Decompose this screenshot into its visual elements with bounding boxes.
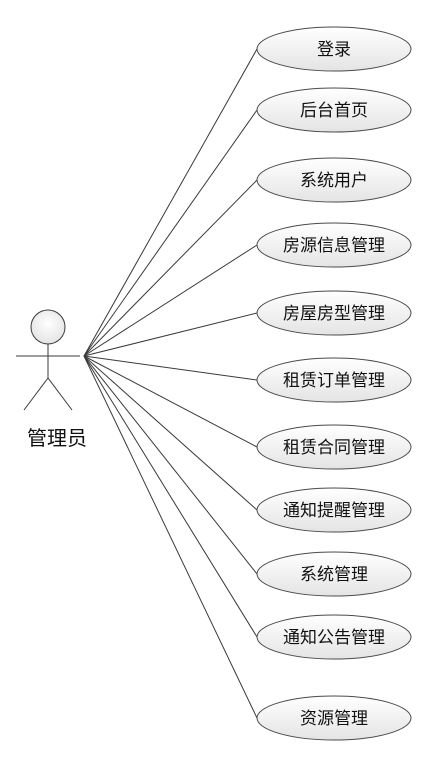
use-case-ellipse [256, 551, 412, 597]
actor-left-leg [23, 377, 49, 411]
use-case: 租赁订单管理 [256, 357, 412, 403]
use-case: 资源管理 [256, 695, 412, 741]
use-case-ellipse [256, 157, 412, 203]
use-case-list: 登录后台首页系统用户房源信息管理房屋房型管理租赁订单管理租赁合同管理通知提醒管理… [256, 26, 412, 741]
use-case-ellipse [256, 26, 412, 72]
use-case-label: 资源管理 [300, 709, 368, 729]
association-line [83, 179, 258, 357]
use-case-ellipse [256, 87, 412, 133]
use-case-label: 租赁订单管理 [283, 371, 385, 391]
use-case-label: 后台首页 [300, 101, 368, 121]
use-case-ellipse [256, 222, 412, 268]
use-case-ellipse [256, 614, 412, 660]
association-line [83, 48, 258, 357]
use-case: 房屋房型管理 [256, 290, 412, 336]
use-case: 系统用户 [256, 157, 412, 203]
use-case: 房源信息管理 [256, 222, 412, 268]
use-case-label: 房源信息管理 [283, 236, 385, 256]
association-line [83, 355, 258, 448]
actor: 管理员 [16, 309, 87, 450]
use-case: 系统管理 [256, 551, 412, 597]
use-case-label: 通知公告管理 [283, 628, 385, 648]
use-case: 通知提醒管理 [256, 487, 412, 533]
use-case: 后台首页 [256, 87, 412, 133]
actor-head [30, 309, 66, 345]
association-line [83, 355, 258, 575]
actor-name: 管理员 [27, 426, 87, 450]
use-case-ellipse [256, 424, 412, 470]
use-case-ellipse [256, 290, 412, 336]
use-case: 通知公告管理 [256, 614, 412, 660]
use-case: 登录 [256, 26, 412, 72]
association-lines [83, 48, 258, 719]
association-line [83, 244, 258, 357]
association-line [83, 109, 258, 357]
use-case-label: 登录 [317, 40, 351, 60]
association-line [83, 355, 258, 719]
use-case-ellipse [256, 357, 412, 403]
use-case-label: 房屋房型管理 [283, 304, 385, 324]
use-case-label: 系统用户 [300, 171, 368, 191]
use-case-ellipse [256, 487, 412, 533]
use-case-ellipse [256, 695, 412, 741]
association-line [83, 312, 258, 357]
use-case-label: 通知提醒管理 [283, 501, 385, 521]
use-case: 租赁合同管理 [256, 424, 412, 470]
association-line [83, 355, 258, 511]
use-case-label: 租赁合同管理 [283, 438, 385, 458]
actor-right-leg [47, 377, 73, 411]
use-case-label: 系统管理 [300, 565, 368, 585]
association-line [83, 355, 258, 381]
association-line [83, 355, 258, 638]
